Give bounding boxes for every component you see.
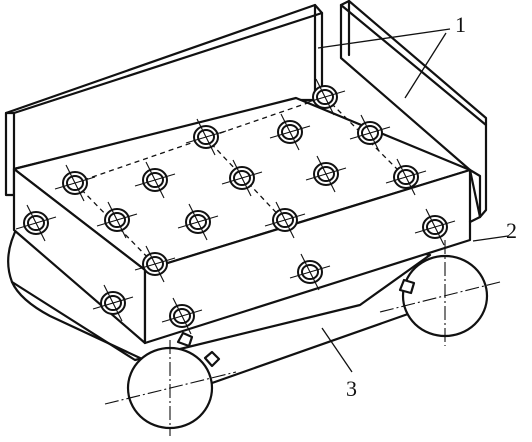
hole <box>54 164 96 202</box>
hole-group <box>15 78 456 335</box>
hole <box>177 203 219 241</box>
hole <box>289 253 331 291</box>
hole <box>269 113 311 151</box>
block-edge-step <box>468 168 482 224</box>
hole <box>305 155 347 193</box>
callout-1-label: 1 <box>455 12 466 37</box>
hole <box>414 208 456 246</box>
hole <box>385 158 427 196</box>
callout-3-label: 3 <box>346 376 357 401</box>
callout-2-label: 2 <box>506 218 517 243</box>
hole <box>304 78 346 116</box>
hole <box>185 118 227 156</box>
hole <box>221 159 263 197</box>
hole <box>96 201 138 239</box>
large-roller-end <box>104 331 237 436</box>
right-side-plate <box>339 0 488 219</box>
hole <box>134 245 176 283</box>
hole <box>92 284 134 322</box>
hole <box>161 297 203 335</box>
hole <box>264 201 306 239</box>
leader-lines <box>317 28 509 373</box>
hole <box>15 204 57 242</box>
hole <box>134 161 176 199</box>
small-roller-end <box>379 240 501 346</box>
block-right-face <box>143 168 472 345</box>
hole <box>349 114 391 152</box>
